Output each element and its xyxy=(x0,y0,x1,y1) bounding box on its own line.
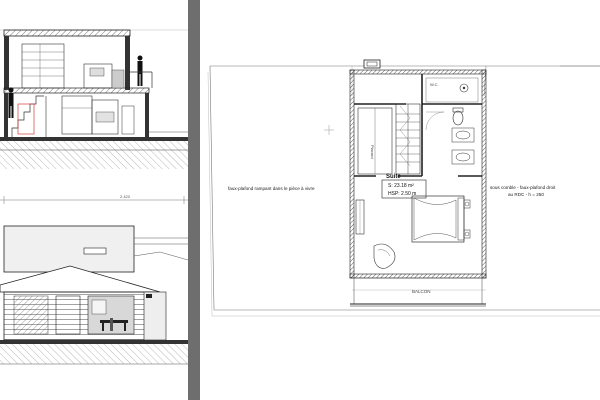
wc-label: W.C. xyxy=(430,82,439,87)
room-height: HSP: 2.50 m xyxy=(388,191,416,197)
right-ceiling-note-1: sous comble - faux-plafond droit xyxy=(490,185,556,190)
page-gutter xyxy=(188,0,200,400)
bed xyxy=(411,195,471,243)
armchair xyxy=(373,243,396,269)
room-area: S: 23.18 m² xyxy=(388,183,414,189)
dimension-label: 2.420 xyxy=(120,194,131,199)
right-ceiling-note-2: au RDC - h = 250 xyxy=(508,192,544,197)
building-elevation xyxy=(0,225,188,365)
building-section xyxy=(0,29,188,169)
section-elevation-drawing: 2.420 xyxy=(0,29,188,365)
desk xyxy=(355,199,365,235)
closet-label: Placard xyxy=(370,145,375,159)
balcony-label: BALCON xyxy=(412,289,431,294)
floor-plan-sheet: Placard W.C. xyxy=(200,0,600,400)
balcony: BALCON xyxy=(350,277,486,307)
left-ceiling-note: faux-plafond rampant dans le pièce à viv… xyxy=(228,186,315,191)
suite-walls xyxy=(349,69,487,279)
room-label: Suite S: 23.18 m² HSP: 2.50 m xyxy=(381,174,427,199)
drawing-panel-left: 2.420 xyxy=(0,0,188,400)
room-name: Suite xyxy=(386,174,401,180)
closet: Placard xyxy=(357,107,393,175)
chimney xyxy=(363,59,381,69)
staircase xyxy=(395,103,421,175)
floor-plan-drawing: Placard W.C. xyxy=(207,59,600,317)
wc-room: W.C. xyxy=(425,77,479,165)
section-dimension: 2.420 xyxy=(0,194,188,204)
